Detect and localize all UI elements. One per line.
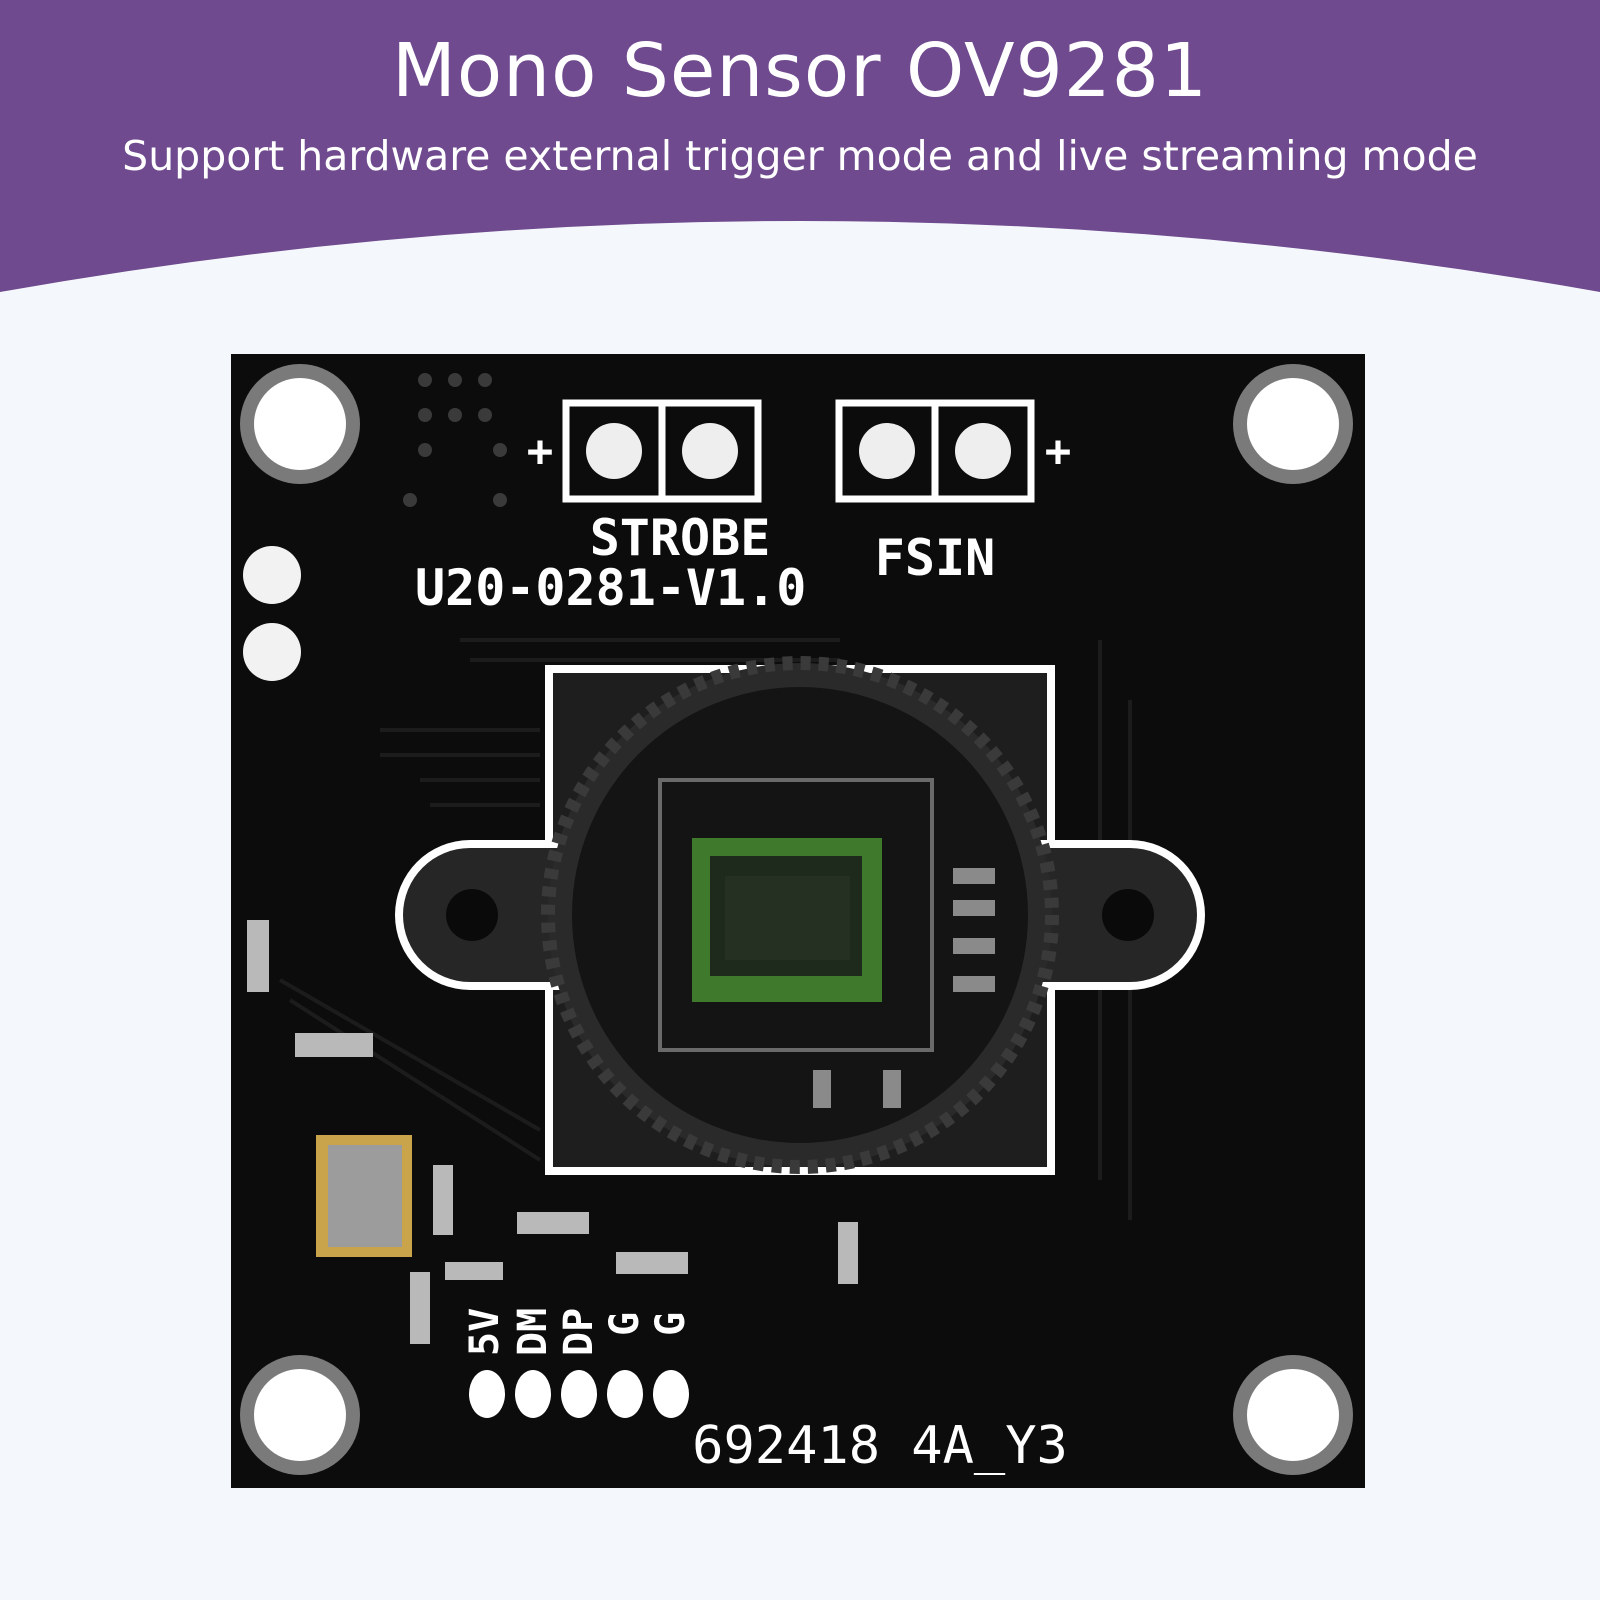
header-banner: Mono Sensor OV9281 Support hardware exte… (0, 0, 1600, 300)
gold-pad-1 (243, 546, 301, 604)
banner-background (0, 0, 1600, 292)
smd-components (247, 920, 858, 1344)
lens-screw-hole-left (446, 889, 498, 941)
page-subtitle: Support hardware external trigger mode a… (122, 132, 1478, 180)
via-dots (403, 373, 507, 507)
fsin-header: + FSIN (835, 399, 1072, 587)
lens-holder (395, 656, 1205, 1175)
pin-g1-label: G (602, 1312, 648, 1336)
pin-dp-label: DP (556, 1308, 602, 1356)
lens-screw-hole-right (1102, 889, 1154, 941)
plus-label-right: + (1045, 426, 1072, 477)
usb-pin-labels: 5V DM DP G G (462, 1308, 694, 1356)
pin-dm-label: DM (510, 1308, 556, 1356)
mounting-holes (240, 364, 1353, 1475)
pin-g2-label: G (648, 1312, 694, 1336)
board-model-label: U20-0281-V1.0 (415, 559, 806, 617)
page-title: Mono Sensor OV9281 (392, 28, 1208, 114)
strobe-label: STROBE (590, 509, 771, 567)
board-serial-code: 692418 4A_Y3 (692, 1416, 1068, 1476)
usb-pads (469, 1370, 689, 1418)
pin-5v-label: 5V (462, 1308, 508, 1356)
strobe-pad-1 (586, 423, 642, 479)
gold-pad-2 (243, 623, 301, 681)
fsin-label: FSIN (875, 529, 995, 587)
plus-label-left: + (527, 426, 554, 477)
fsin-pad-2 (955, 423, 1011, 479)
strobe-header: + STROBE (527, 399, 771, 567)
strobe-pad-2 (682, 423, 738, 479)
fsin-pad-1 (859, 423, 915, 479)
